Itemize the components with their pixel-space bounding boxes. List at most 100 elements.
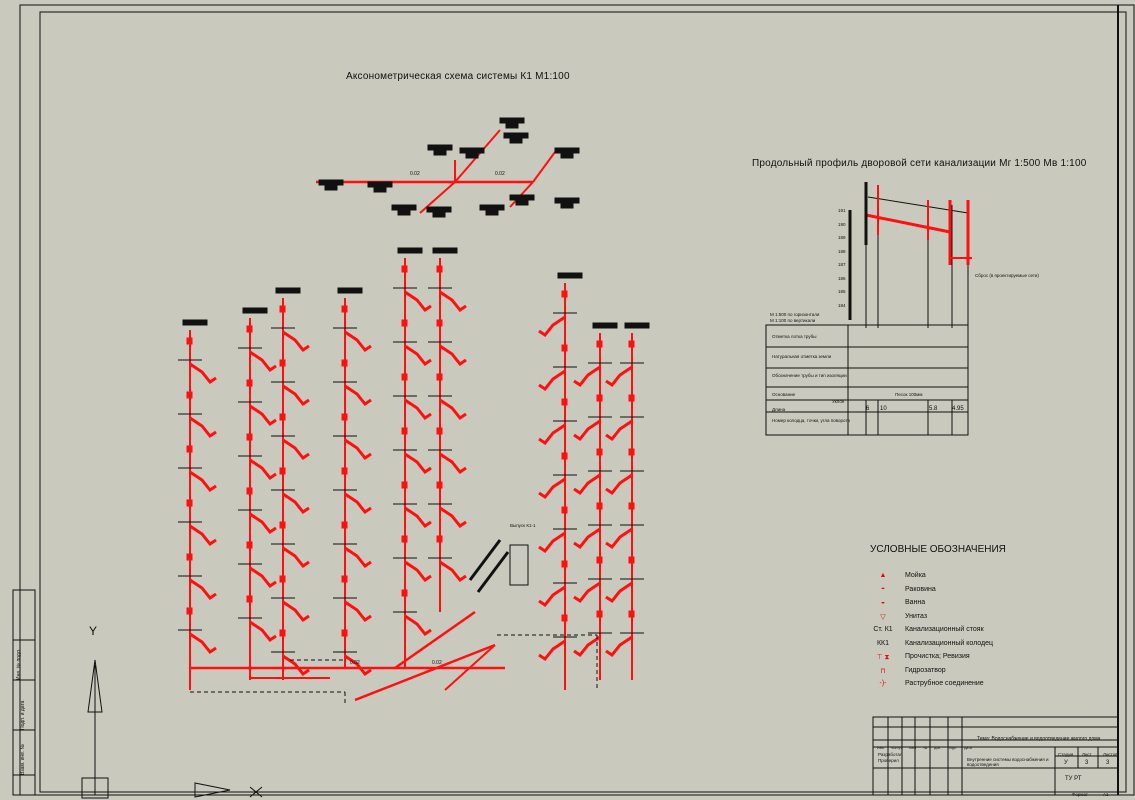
legend-symbol-icon: КК1 (876, 639, 890, 647)
side-strip (12, 589, 36, 796)
fixture-branch (282, 438, 310, 461)
fixture-branch (282, 546, 310, 569)
plan-pipe (532, 151, 556, 183)
role-checker: Проверил (878, 758, 899, 763)
fixture-branch (573, 635, 601, 658)
outlet-pipe (394, 610, 476, 670)
fixture-branch (404, 614, 432, 637)
fixture-branch (404, 290, 432, 313)
legend-item: Канализационный стояк (905, 626, 984, 633)
format-label: Формат (1072, 792, 1088, 797)
slope-label: 0.02 (350, 660, 360, 666)
fixture-branch (344, 384, 372, 407)
title-block-sheet-name: Внутренние системы водоснабжения и водоо… (967, 757, 1049, 767)
fixture-icon (401, 427, 408, 435)
ucs-box (81, 777, 109, 799)
legend-symbol-icon: ◓ (880, 585, 886, 593)
fixture-branch (249, 566, 277, 589)
fixture-icon (341, 359, 348, 367)
fixture-branch (344, 330, 372, 353)
y-tick: 184 (838, 302, 846, 308)
length-value: 5.8 (929, 406, 938, 412)
legend-symbol-icon: ▲ (879, 572, 887, 579)
profile-title: Продольный профиль дворовой сети канализ… (752, 158, 1087, 169)
pipe-label-box (433, 150, 447, 156)
fixture-icon (341, 629, 348, 637)
pipe-label-box (479, 204, 505, 211)
fixture-icon (436, 427, 443, 435)
fixture-icon (279, 467, 286, 475)
y-tick: 186 (838, 275, 846, 281)
pipe-label-box (426, 206, 452, 213)
sheet-label: Лист (1082, 752, 1092, 757)
fixture-icon (246, 487, 253, 495)
fixture-icon (628, 340, 635, 348)
pipe-label-box (432, 212, 446, 218)
fixture-icon (186, 553, 193, 561)
fixture-branch (605, 635, 633, 658)
fixture-icon (561, 290, 568, 298)
fixture-branch (538, 477, 566, 500)
outlet-pipe (354, 643, 496, 702)
fixture-icon (401, 535, 408, 543)
riser-label-box (557, 272, 583, 279)
fixture-icon (561, 506, 568, 514)
fixture-icon (246, 433, 253, 441)
fixture-icon (561, 398, 568, 406)
fixture-branch (573, 473, 601, 496)
legend-item: Прочистка; Ревизия (905, 653, 970, 660)
fixture-branch (189, 470, 217, 493)
fixture-icon (246, 595, 253, 603)
fixture-icon (401, 481, 408, 489)
y-tick: 191 (838, 208, 846, 213)
fixture-icon (436, 481, 443, 489)
fixture-icon (628, 556, 635, 564)
riser-label-box (432, 247, 458, 254)
ucs-x-arrow-icon (194, 782, 231, 798)
fixture-icon (436, 319, 443, 327)
fixture-icon (561, 614, 568, 622)
ucs-y-label: Y (89, 624, 98, 638)
legend-item: Ванна (905, 599, 926, 606)
row-label: Основание (772, 392, 796, 397)
fixture-branch (189, 362, 217, 385)
fixture-branch (605, 581, 633, 604)
side-strip-label: Подп. и дата (20, 700, 26, 730)
pipe-invert-line (865, 213, 951, 234)
riser-label-box (592, 322, 618, 329)
fixture-branch (282, 330, 310, 353)
fixture-icon (401, 589, 408, 597)
legend-item: Раструбное соединение (905, 680, 984, 687)
fixture-icon (341, 467, 348, 475)
pipe-label-box (459, 147, 485, 154)
fixture-icon (186, 445, 193, 453)
fixture-icon (341, 305, 348, 313)
fixture-branch (538, 315, 566, 338)
slope-label: 0.02 (495, 171, 505, 177)
stage-label: Стадия (1058, 752, 1074, 757)
pipe-label-box (554, 147, 580, 154)
fixture-branch (189, 416, 217, 439)
scale-note: М 1:500 по горизонтали (770, 312, 820, 317)
pipe-label-box (509, 194, 535, 201)
fixture-icon (628, 448, 635, 456)
fixture-icon (561, 452, 568, 460)
fixture-icon (186, 391, 193, 399)
fixture-branch (573, 419, 601, 442)
length-value: 6 (866, 406, 870, 412)
fixture-branch (189, 578, 217, 601)
fixture-branch (404, 560, 432, 583)
fixture-branch (538, 531, 566, 554)
fixture-icon (596, 502, 603, 510)
fixture-icon (341, 413, 348, 421)
fixture-icon (279, 413, 286, 421)
side-strip-label: Взам. инв. № (20, 744, 26, 775)
fixture-branch (538, 639, 566, 662)
fixture-icon (246, 541, 253, 549)
fixture-icon (186, 499, 193, 507)
fixture-branch (439, 452, 467, 475)
fixture-icon (279, 359, 286, 367)
sheet-border (19, 4, 1135, 796)
pipe-label-box (465, 153, 479, 159)
fixture-icon (628, 394, 635, 402)
